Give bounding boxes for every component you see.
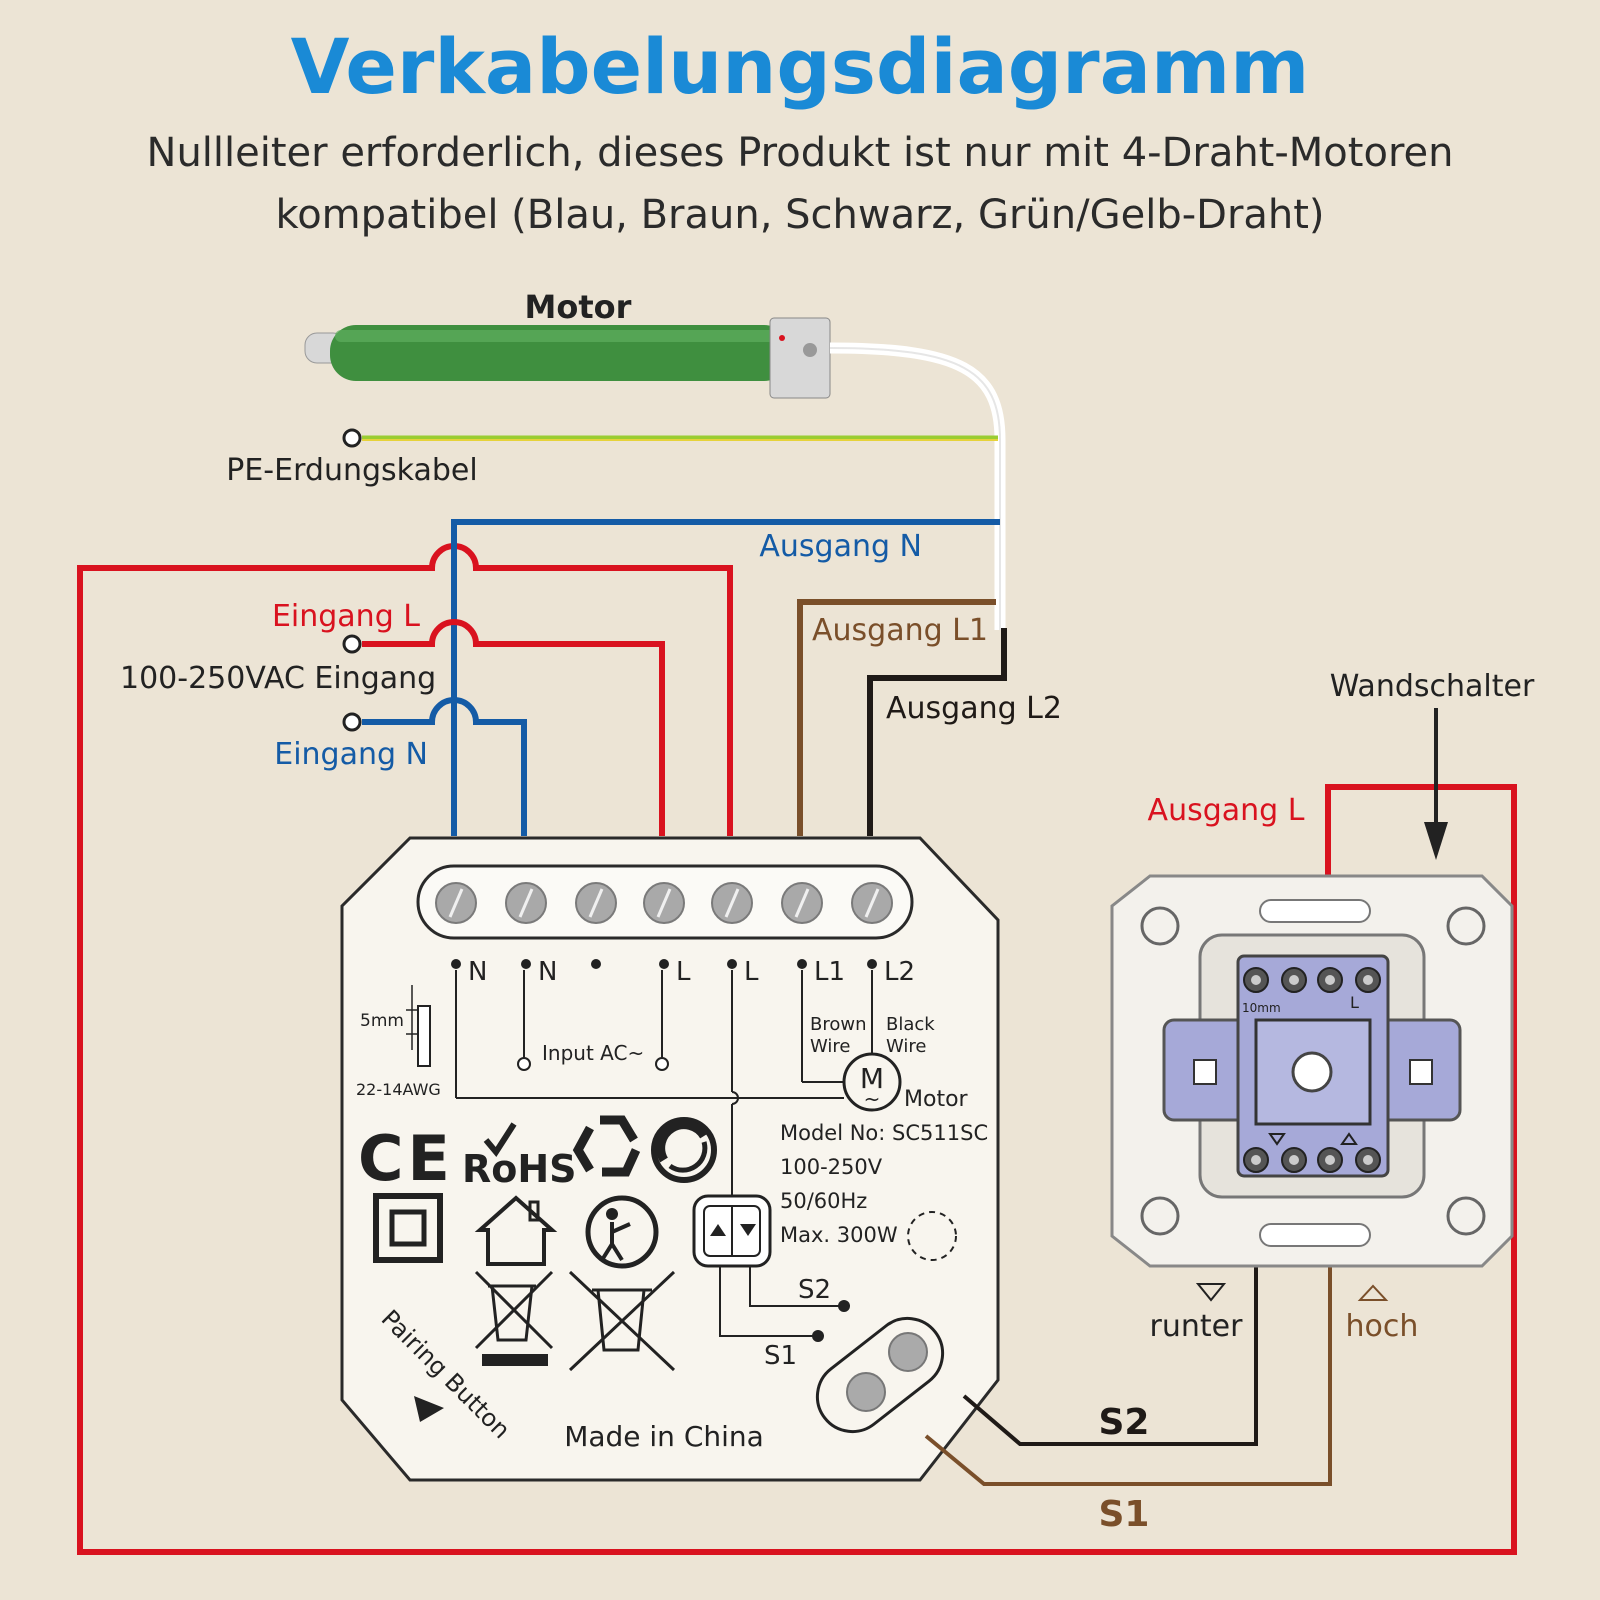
s-terminal-screw-1: [846, 1372, 886, 1412]
ausgang-l1-label: Ausgang L1: [812, 613, 988, 648]
switch-terminal-l: L: [1350, 993, 1359, 1012]
ce-mark: CE: [358, 1122, 454, 1195]
wire-s2: [962, 1164, 1258, 1446]
pairing-led: [907, 1211, 957, 1261]
wall-switch: L 10mm: [1110, 874, 1514, 1268]
terminal-label: N: [538, 957, 557, 987]
weee-bin-icon-2: [568, 1270, 676, 1372]
switch-ausgang-l-label: Ausgang L: [1148, 793, 1305, 828]
page-title: Verkabelungsdiagramm: [290, 22, 1310, 111]
switch-screws-top: [1243, 967, 1381, 993]
terminal-label: N: [468, 957, 487, 987]
eingang-n-label: Eingang N: [274, 737, 428, 772]
ausgang-l2-label: Ausgang L2: [886, 691, 1062, 726]
motor-illustration: Motor: [304, 288, 1006, 630]
input-ac-label: Input AC~: [542, 1041, 644, 1065]
motor-symbol: M: [860, 1062, 884, 1095]
model-number: Model No: SC511SC: [780, 1121, 988, 1145]
voltage-label: 100-250VAC Eingang: [120, 661, 436, 696]
device-s2-label: S2: [798, 1275, 831, 1305]
wire-ausgang-n: [451, 519, 1000, 836]
black-wire-label: Black: [886, 1014, 935, 1035]
recycle-person-icon: [585, 1195, 659, 1269]
terminal-screws: [435, 882, 893, 924]
s1-label: S1: [1099, 1494, 1150, 1535]
indoor-use-icon: [474, 1195, 558, 1266]
hoch-label: hoch: [1346, 1309, 1419, 1344]
brown-wire-label: Brown: [810, 1014, 867, 1035]
terminal-label: L: [744, 957, 759, 987]
recycle-icon: [572, 1115, 641, 1177]
eingang-l-label: Eingang L: [272, 599, 420, 634]
brown-wire-label-2: Wire: [810, 1036, 850, 1057]
strip-length-label: 5mm: [360, 1011, 404, 1031]
hoch-arrow-icon: [1357, 1284, 1389, 1301]
switch-gap-label: 10mm: [1242, 1001, 1281, 1015]
wire-eingang-n: [362, 697, 527, 836]
device-motor-label: Motor: [904, 1087, 969, 1112]
subtitle-line-2: kompatibel (Blau, Braun, Schwarz, Grün/G…: [275, 192, 1325, 238]
power-spec: Max. 300W: [780, 1223, 898, 1247]
terminal-label: L2: [884, 957, 915, 987]
wandschalter-label: Wandschalter: [1330, 669, 1535, 704]
wire-s1: [924, 1164, 1332, 1486]
pairing-arrow-icon: [414, 1396, 444, 1422]
device-s1-label: S1: [764, 1341, 797, 1371]
s-terminal-screw-2: [888, 1332, 928, 1372]
double-insulation-icon: [373, 1193, 443, 1263]
pe-ground-wire: PE-Erdungskabel: [226, 428, 998, 488]
runter-arrow-icon: [1195, 1283, 1227, 1302]
terminal-label: L1: [814, 957, 845, 987]
runter-label: runter: [1150, 1309, 1244, 1344]
switch-symbol: [692, 1194, 772, 1268]
pe-label: PE-Erdungskabel: [226, 453, 477, 488]
terminal-labels: N N L L L1 L2: [451, 957, 915, 987]
subtitle-line-1: Nullleiter erforderlich, dieses Produkt …: [146, 130, 1454, 176]
black-wire-label-2: Wire: [886, 1036, 926, 1057]
ausgang-n-label: Ausgang N: [759, 529, 922, 564]
frequency-spec: 50/60Hz: [780, 1189, 867, 1213]
green-dot-icon: [651, 1117, 717, 1183]
wire-ausgang-l1: [797, 599, 996, 836]
s2-label: S2: [1099, 1402, 1150, 1443]
awg-label: 22-14AWG: [356, 1080, 441, 1099]
switch-screws-bottom: [1243, 1147, 1381, 1173]
weee-bin-icon: [474, 1270, 554, 1366]
motor-label: Motor: [525, 288, 632, 326]
terminal-label: L: [676, 957, 691, 987]
rohs-mark: RoHS: [462, 1147, 577, 1191]
wire-eingang-l: [362, 619, 665, 836]
wire-ausgang-l2: [867, 628, 1007, 836]
motor-tilde: ~: [864, 1087, 881, 1111]
voltage-spec: 100-250V: [780, 1155, 883, 1179]
made-in-label: Made in China: [564, 1420, 764, 1453]
wire-ausgang-l: [77, 543, 1517, 1555]
